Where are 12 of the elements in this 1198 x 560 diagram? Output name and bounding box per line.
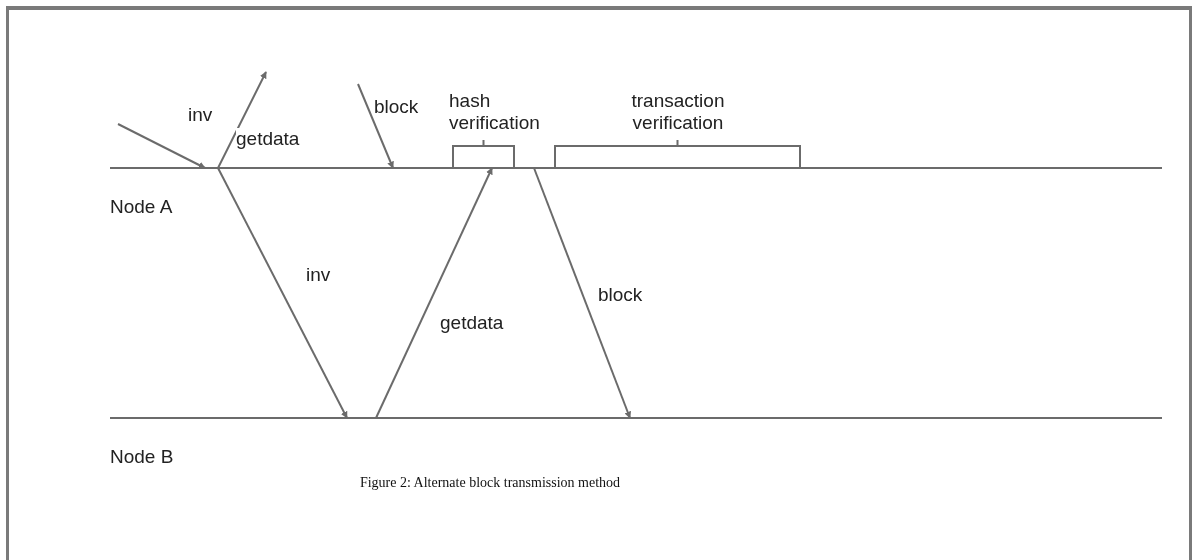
bracket-label: transaction verification [630, 90, 726, 134]
arrow [357, 83, 394, 169]
arrow [217, 71, 267, 169]
caption: Figure 2: Alternate block transmission method [358, 474, 622, 492]
node-label: Node A [110, 195, 173, 219]
arrow [117, 123, 206, 169]
arrow [533, 167, 631, 419]
node-label: Node B [110, 445, 174, 469]
arrow [217, 167, 348, 419]
arrow [375, 167, 493, 419]
edge-label: getdata [236, 128, 300, 150]
bracket-label: hash verification [449, 90, 541, 134]
